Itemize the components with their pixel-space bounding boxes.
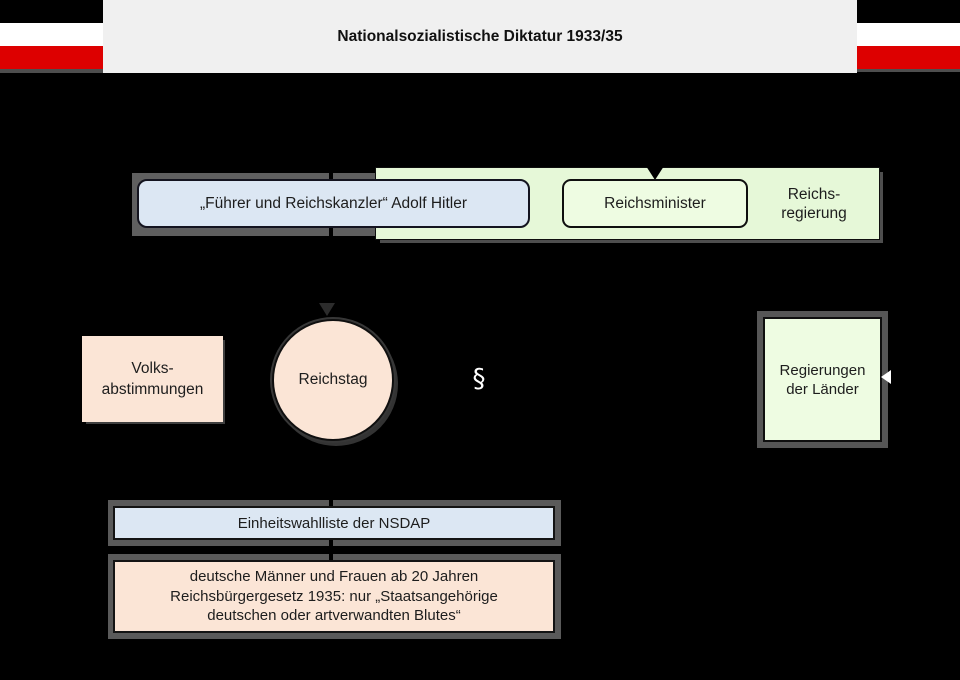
paragraph-glyph: § [472,364,486,394]
flag-left-shadow [0,69,103,73]
connector-gap [329,172,333,180]
reichsregierung-label: Reichs- regierung [748,169,880,239]
reichsregierung-label-line1: Reichs- [787,186,841,203]
fuehrer-node: „Führer und Reichskanzler“ Adolf Hitler [137,179,530,228]
volks-label-line1: Volks- [131,360,174,377]
einheitswahlliste-node: Einheitswahlliste der NSDAP [113,506,555,540]
page-title: Nationalsozialistische Diktatur 1933/35 [337,27,623,45]
volksabstimmungen-node: Volks- abstimmungen [82,336,223,422]
laender-node: Regierungen der Länder [763,317,882,442]
reichsregierung-label-line2: regierung [781,205,847,222]
imperial-flag-left [0,0,103,69]
arrowhead-down-icon [646,166,664,180]
flag-stripe-black [857,0,960,23]
flag-stripe-red [857,46,960,69]
citizens-label-line1: deutsche Männer und Frauen ab 20 Jahren [189,568,479,586]
einheitswahlliste-label: Einheitswahlliste der NSDAP [237,514,431,532]
imperial-flag-right [857,0,960,69]
citizens-label-line2: Reichsbürgergesetz 1935: nur „Staatsange… [170,587,498,605]
laender-label-line1: Regierungen [779,361,866,379]
reichsminister-node: Reichsminister [562,179,748,228]
paragraph-symbol: § [462,360,496,398]
flag-stripe-black [0,0,103,23]
arrowhead-down-dim-icon [319,303,335,316]
connector-gap [329,539,333,547]
flag-stripe-white [0,23,103,46]
flag-stripe-white [857,23,960,46]
laender-label-line2: der Länder [786,380,859,398]
flag-stripe-red [0,46,103,69]
citizens-node: deutsche Männer und Frauen ab 20 Jahren … [113,560,555,633]
arrowhead-left-white-icon [881,370,891,384]
connector-gap [329,499,333,507]
reichstag-node: Reichstag [272,319,394,441]
citizens-label-line3: deutschen oder artverwandten Blutes“ [207,607,461,625]
connector-gap [329,553,333,561]
reichsminister-label: Reichsminister [604,194,706,212]
connector-gap [329,227,333,237]
flag-right-shadow [857,68,960,72]
volks-label-line2: abstimmungen [101,381,204,398]
reichstag-label: Reichstag [298,371,368,388]
fuehrer-label: „Führer und Reichskanzler“ Adolf Hitler [199,194,468,212]
title-bar: Nationalsozialistische Diktatur 1933/35 [103,0,857,73]
